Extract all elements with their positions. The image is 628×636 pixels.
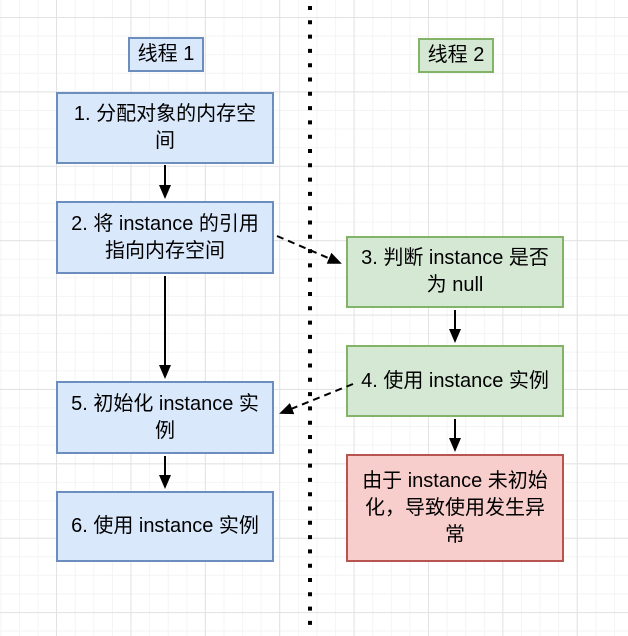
edge-step4-to-step5-dashed	[279, 383, 354, 415]
edge-step2-to-step3-dashed	[276, 235, 342, 264]
node-step4-use-instance: 4. 使用 instance 实例	[346, 345, 564, 417]
node-step1-allocate-memory: 1. 分配对象的内存空 间	[56, 92, 274, 164]
node-step5-initialize-instance: 5. 初始化 instance 实 例	[56, 381, 274, 454]
lane-label-thread1: 线程 1	[128, 37, 204, 72]
node-step3-check-null: 3. 判断 instance 是否 为 null	[346, 236, 564, 308]
node-step2-point-reference: 2. 将 instance 的引用 指向内存空间	[56, 201, 274, 274]
node-step6-use-instance: 6. 使用 instance 实例	[56, 491, 274, 562]
lane-label-thread2: 线程 2	[418, 38, 494, 73]
node-error-uninitialized-exception: 由于 instance 未初始 化，导致使用发生异 常	[346, 454, 564, 562]
